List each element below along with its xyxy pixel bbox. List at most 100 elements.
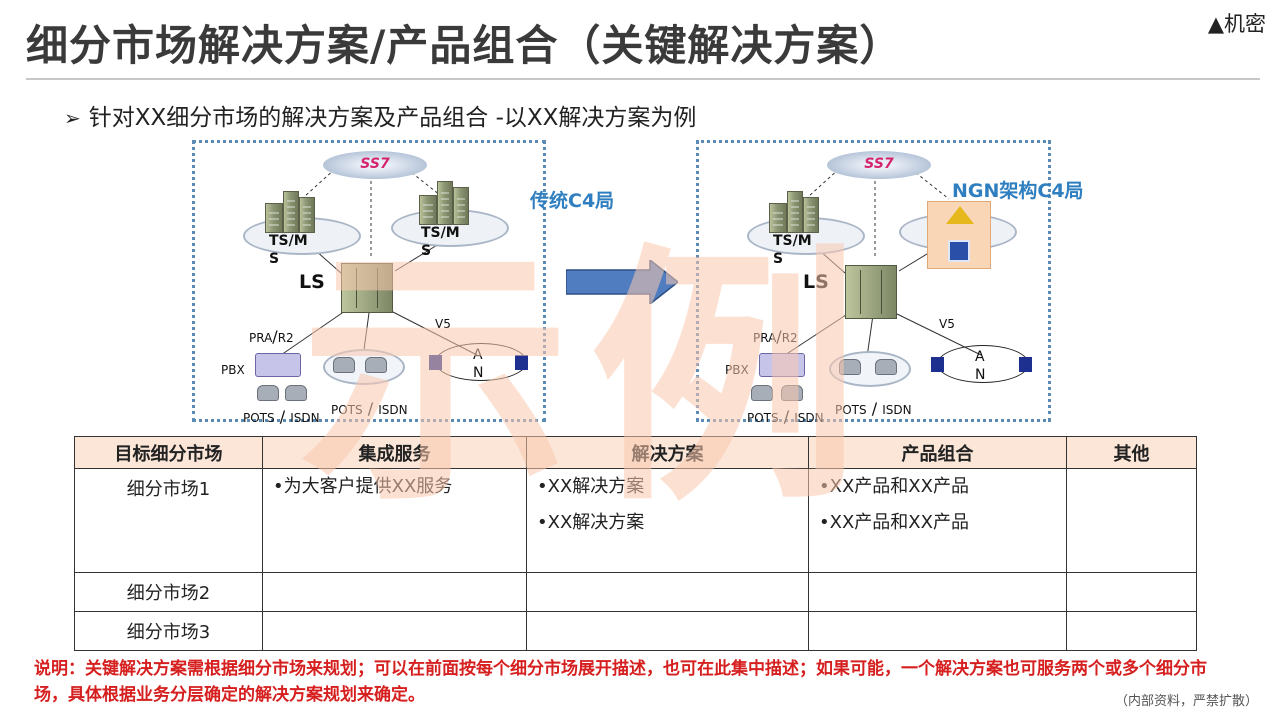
- server-icon: [437, 181, 453, 225]
- solution-cell: [526, 611, 809, 651]
- phone-icon: [875, 359, 897, 375]
- caption-traditional-c4: 传统C4局: [530, 190, 615, 212]
- server-icon: [283, 191, 299, 233]
- tsms-label: TS/M: [773, 233, 812, 249]
- intro-bullet: ➢ 针对XX细分市场的解决方案及产品组合 -以XX解决方案为例: [64, 98, 696, 132]
- table-row: 细分市场2: [74, 572, 1197, 612]
- an-label-n: N: [473, 365, 484, 381]
- title-divider: [26, 78, 1260, 80]
- pots-isdn-label-1: POTS / ISDN: [747, 407, 824, 426]
- pra-r2-label: PRA/R2: [249, 327, 294, 346]
- ls-switch-icon: [845, 265, 897, 319]
- ls-label: LS: [803, 271, 829, 293]
- server-icon: [419, 195, 437, 225]
- phone-icon: [285, 385, 307, 401]
- tsms-right-label: TS/M: [421, 225, 460, 241]
- diagram-ngn-c4: SS7 TS/M S LS PRA/R2 PBX POTS / ISDN POT…: [696, 140, 1051, 426]
- confidential-mark: ▲机密: [1208, 8, 1266, 38]
- tsms-left-label: TS/M: [269, 233, 308, 249]
- phone-icon: [333, 357, 355, 373]
- footer-internal-note: （内部资料，严禁扩散）: [1114, 694, 1258, 709]
- intro-text: 针对XX细分市场的解决方案及产品组合 -以XX解决方案为例: [88, 105, 697, 131]
- an-label-a: A: [975, 349, 985, 365]
- col-header-service: 集成服务: [262, 436, 527, 469]
- an-node-icon: [429, 355, 442, 370]
- explanation-note: 说明：关键解决方案需根据细分市场来规划；可以在前面按每个细分市场展开描述，也可在…: [34, 659, 1207, 705]
- product-item: •XX产品和XX产品: [819, 476, 969, 497]
- tsms-right-label-2: S: [421, 243, 432, 259]
- table-row: 细分市场3: [74, 611, 1197, 651]
- phone-icon: [257, 385, 279, 401]
- an-node-icon: [1019, 357, 1032, 372]
- other-cell: [1066, 572, 1197, 612]
- solution-item: •XX解决方案: [537, 512, 645, 533]
- server-icon: [265, 203, 283, 233]
- products-cell: [808, 572, 1067, 612]
- products-cell: [808, 611, 1067, 651]
- an-node-icon: [515, 355, 528, 370]
- solution-cell: •XX解决方案 •XX解决方案: [526, 468, 809, 573]
- phone-cloud: [323, 349, 405, 385]
- server-icon: [769, 203, 787, 233]
- phone-icon: [365, 357, 387, 373]
- bullet-arrow-icon: ➢: [64, 106, 81, 130]
- gear-icon: [946, 206, 974, 224]
- v5-label: V5: [435, 317, 451, 331]
- pbx-icon: [759, 353, 805, 377]
- solution-cell: [526, 572, 809, 612]
- diagram-traditional-c4: SS7 TS/M S TS/M S LS PRA/R2 PBX POTS / I…: [192, 140, 546, 426]
- transition-arrow-icon: [566, 260, 678, 304]
- ss7-label: SS7: [360, 156, 390, 172]
- confidential-label: 机密: [1224, 12, 1266, 36]
- ls-switch-icon: [341, 263, 393, 313]
- an-node-icon: [931, 357, 944, 372]
- col-header-segment: 目标细分市场: [74, 436, 263, 469]
- v5-label: V5: [939, 317, 955, 331]
- server-icon: [453, 187, 469, 225]
- service-cell: [262, 572, 527, 612]
- caption-ngn-c4: NGN架构C4局: [952, 180, 1084, 202]
- service-item: •为大客户提供XX服务: [273, 476, 453, 497]
- segment-cell: 细分市场2: [74, 572, 263, 612]
- service-cell: •为大客户提供XX服务: [262, 468, 527, 573]
- segment-cell: 细分市场1: [74, 468, 263, 573]
- softswitch-icon: [927, 201, 991, 269]
- tsms-label-2: S: [773, 251, 784, 267]
- ss7-cloud: [323, 151, 427, 179]
- an-label-n: N: [975, 367, 986, 383]
- phone-icon: [751, 385, 773, 401]
- service-cell: [262, 611, 527, 651]
- page-title: 细分市场解决方案/产品组合（关键解决方案）: [26, 21, 903, 70]
- col-header-solution: 解决方案: [526, 436, 809, 469]
- triangle-icon: ▲: [1207, 12, 1224, 36]
- table-header-row: 目标细分市场 集成服务 解决方案 产品组合 其他: [74, 436, 1197, 469]
- tsms-left-label-2: S: [269, 251, 280, 267]
- pots-isdn-label-2: POTS / ISDN: [835, 399, 912, 418]
- table-row: 细分市场1 •为大客户提供XX服务 •XX解决方案 •XX解决方案 •XX产品和…: [74, 468, 1197, 573]
- pots-isdn-label-2: POTS / ISDN: [331, 399, 408, 418]
- ls-label: LS: [299, 271, 325, 293]
- server-icon: [299, 197, 315, 233]
- other-cell: [1066, 611, 1197, 651]
- pbx-label: PBX: [221, 363, 245, 377]
- col-header-other: 其他: [1066, 436, 1197, 469]
- products-cell: •XX产品和XX产品 •XX产品和XX产品: [808, 468, 1067, 573]
- server-icon: [803, 197, 819, 233]
- pra-r2-label: PRA/R2: [753, 327, 798, 346]
- an-label-a: A: [473, 347, 483, 363]
- segment-solution-table: 目标细分市场 集成服务 解决方案 产品组合 其他 细分市场1 •为大客户提供XX…: [74, 436, 1197, 651]
- pbx-icon: [255, 353, 301, 377]
- other-cell: [1066, 468, 1197, 573]
- product-item: •XX产品和XX产品: [819, 512, 969, 533]
- solution-item: •XX解决方案: [537, 476, 645, 497]
- server-icon: [948, 240, 970, 262]
- server-icon: [787, 191, 803, 233]
- segment-cell: 细分市场3: [74, 611, 263, 651]
- ss7-label: SS7: [864, 156, 894, 172]
- phone-icon: [839, 359, 861, 375]
- pbx-label: PBX: [725, 363, 749, 377]
- phone-icon: [781, 385, 803, 401]
- pots-isdn-label-1: POTS / ISDN: [243, 407, 320, 426]
- col-header-products: 产品组合: [808, 436, 1067, 469]
- ss7-cloud: [827, 151, 931, 179]
